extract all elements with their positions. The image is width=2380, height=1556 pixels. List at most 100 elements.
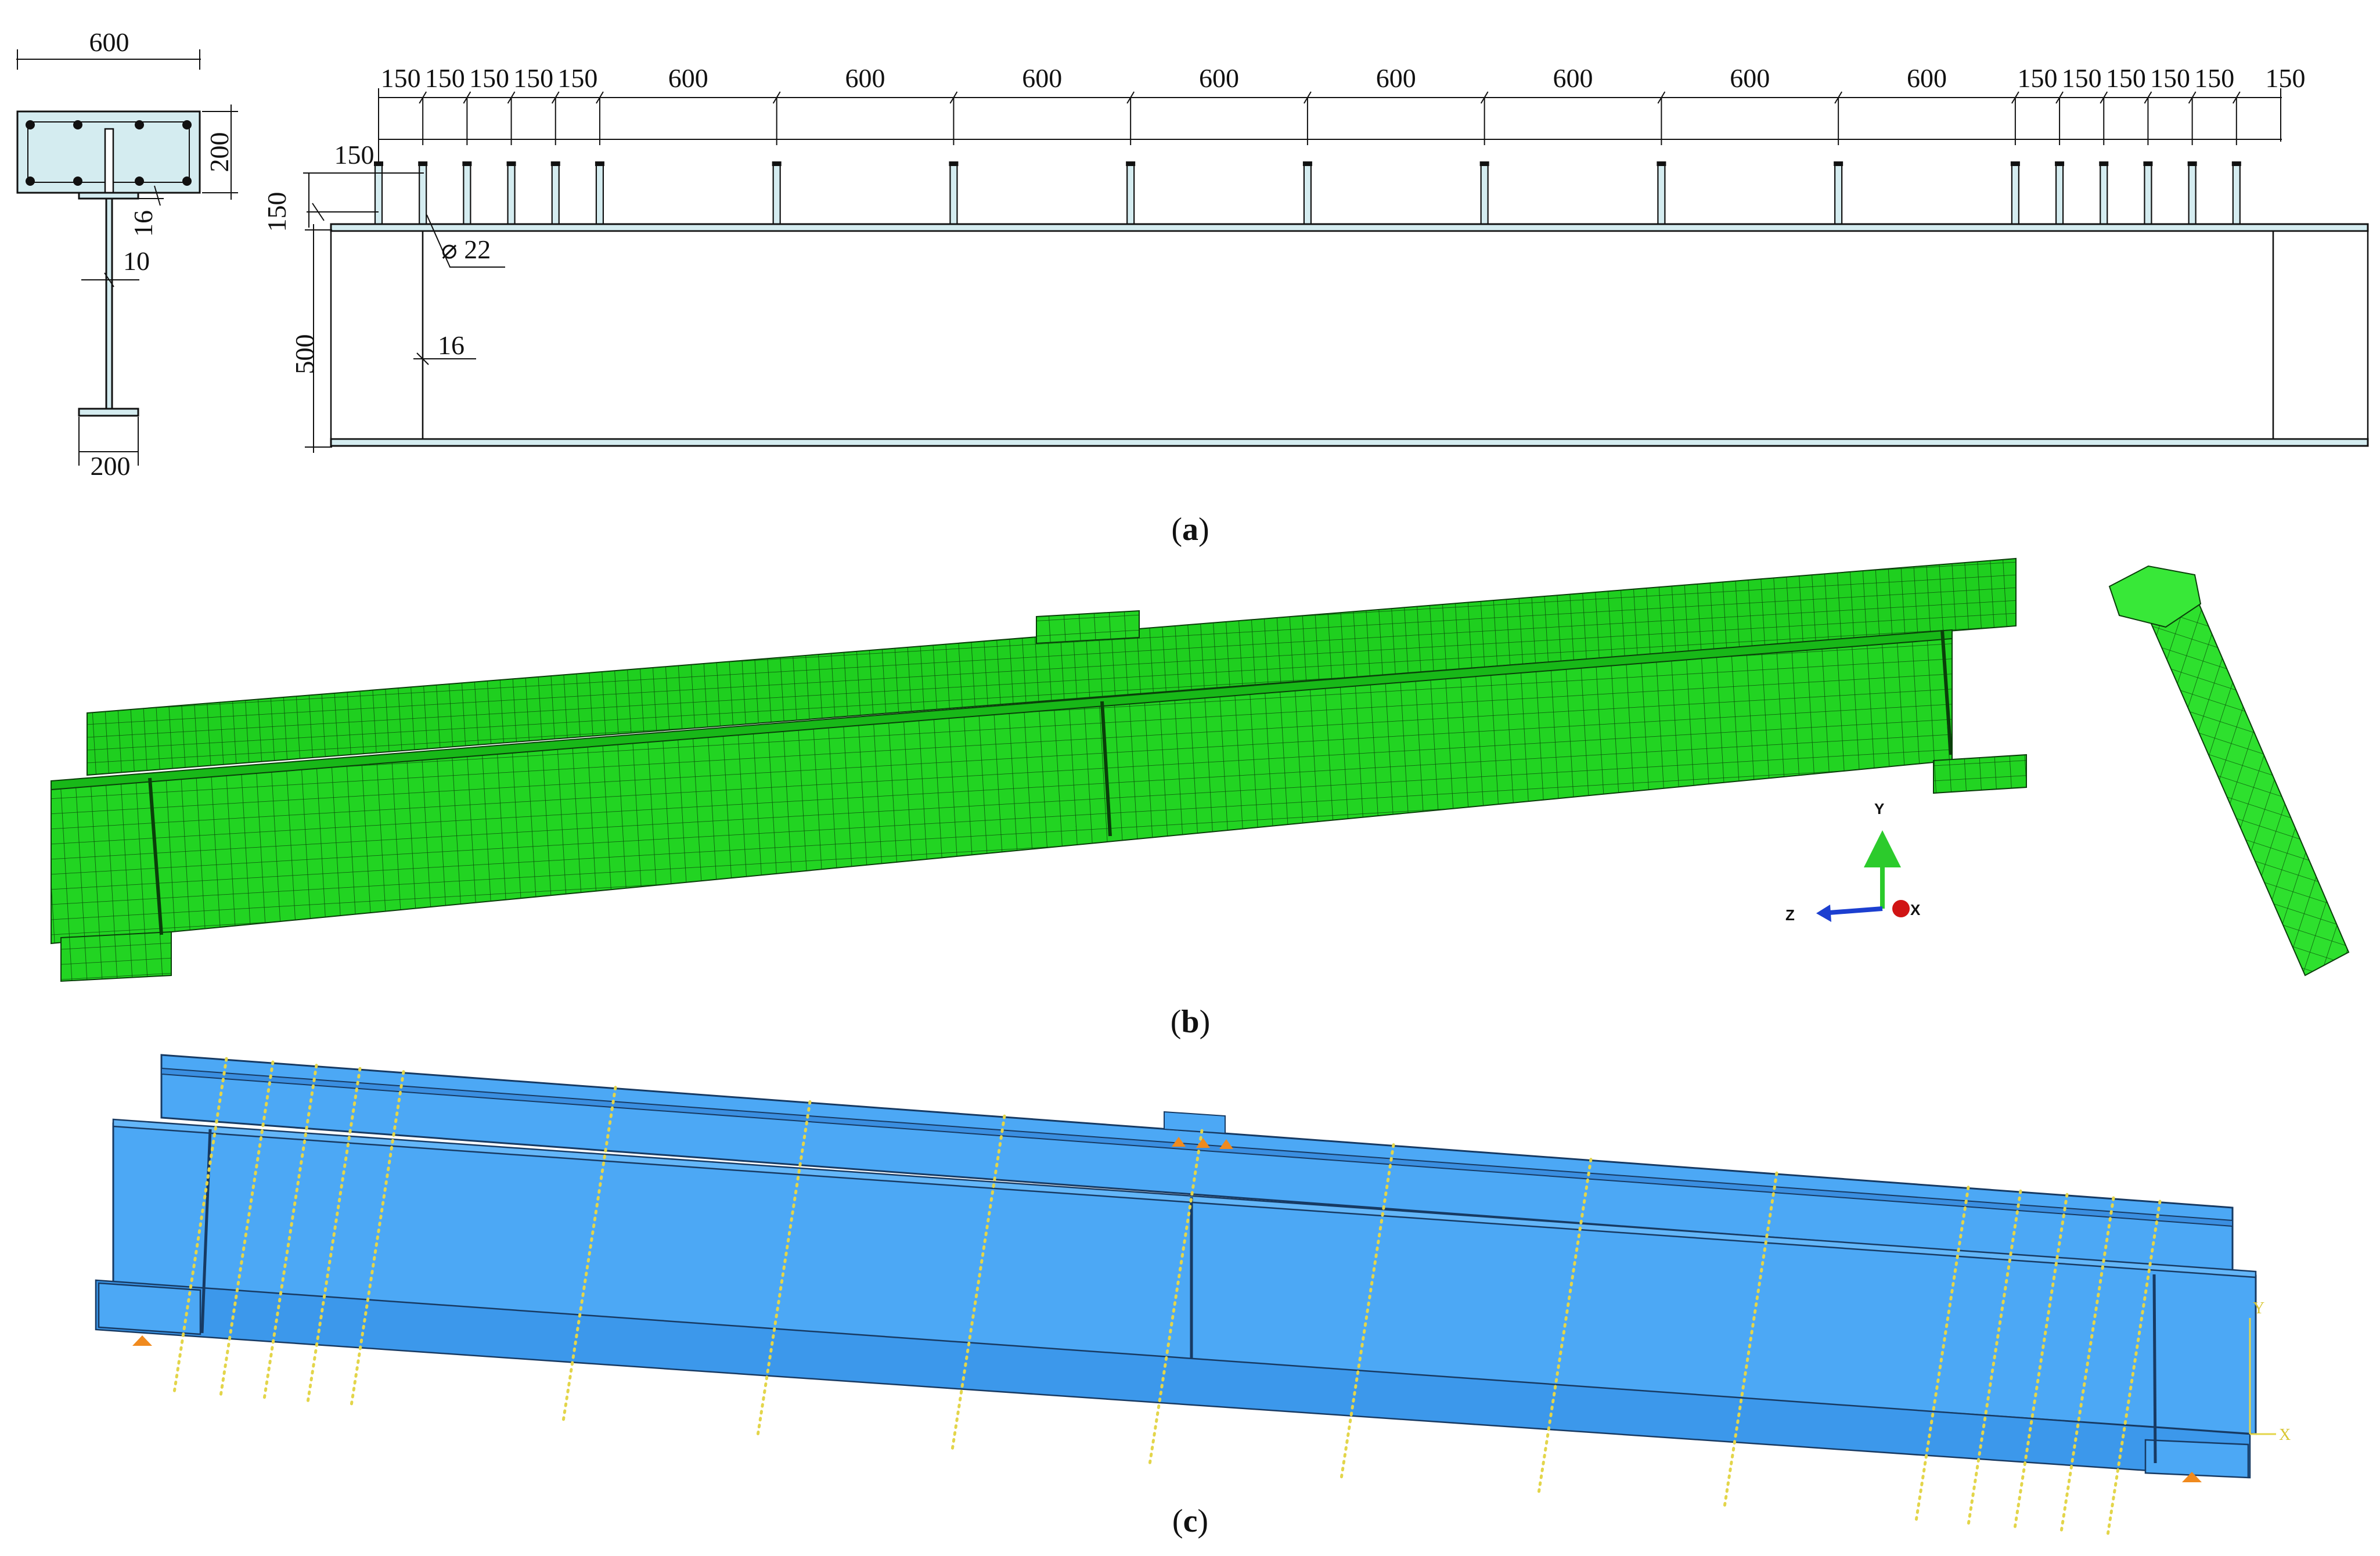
bottom-flange-width-label: 200 [91, 451, 131, 481]
first-stud-offset-label: 150 [334, 140, 375, 170]
spacing-label: 150 [469, 63, 509, 93]
global-axes [2249, 1318, 2276, 1435]
elevation-web [330, 230, 2369, 440]
stud-line [561, 1086, 617, 1423]
stud-head [550, 161, 560, 166]
blue-right-stiffener [2152, 1274, 2157, 1464]
spacing-label: 150 [2106, 63, 2146, 93]
stud-line [1723, 1171, 1778, 1508]
blue-top-flange [112, 1118, 2257, 1278]
shear-stud [949, 163, 958, 225]
blue-left-support [98, 1282, 201, 1335]
stud-diameter-label: ⌀ 22 [441, 235, 491, 264]
section-stud [104, 128, 114, 194]
mesh-left-stiffener [148, 777, 163, 935]
stud-line [172, 1057, 228, 1394]
stud-line [1148, 1129, 1204, 1466]
spacing-label: 150 [513, 63, 553, 93]
stud-line [950, 1114, 1006, 1451]
shear-stud [1657, 163, 1666, 225]
spacing-label: 150 [2062, 63, 2102, 93]
stud-line [2106, 1200, 2162, 1537]
spacing-label: 150 [2150, 63, 2190, 93]
global-x-label: X [2279, 1426, 2291, 1444]
rebar-dots [26, 120, 192, 186]
stud-line [1537, 1158, 1593, 1495]
support-markers [132, 1137, 2202, 1482]
spacing-label: 600 [845, 63, 885, 93]
spacing-label: 150 [425, 63, 465, 93]
spacing-label: 600 [1199, 63, 1239, 93]
axis-x-label: X [1910, 901, 1921, 919]
stud-line [219, 1060, 275, 1397]
stud-lines [172, 1057, 2162, 1537]
cross-section: 600 200 16 10 200 [16, 27, 238, 481]
mesh-flange-band [51, 629, 1953, 791]
spacing-label: 600 [668, 63, 708, 93]
shear-stud [1126, 163, 1135, 225]
spacing-label: 150 [2194, 63, 2234, 93]
caption-a: (a) [1171, 512, 1209, 548]
shear-stud [2232, 163, 2241, 225]
stud-head [2231, 161, 2241, 166]
blue-right-support [2144, 1439, 2249, 1479]
assembly-model: X Y [95, 1054, 2291, 1537]
meshed-beam-model [51, 557, 2350, 982]
blue-loading-plate [1164, 1111, 1226, 1134]
stud-head [2187, 161, 2197, 166]
spacing-label: 600 [1553, 63, 1593, 93]
axis-triad: Y Z X [1785, 800, 1921, 924]
mesh-slab [87, 557, 2017, 776]
mesh-left-support [60, 931, 172, 982]
stud-head [949, 161, 959, 166]
stud-head [462, 161, 472, 166]
shear-stud [2011, 163, 2019, 225]
spacing-label: 600 [1730, 63, 1770, 93]
global-y-label: Y [2253, 1299, 2264, 1317]
stud-head [2055, 161, 2065, 166]
slab-thickness-label: 150 [262, 192, 291, 232]
bolt-model [2141, 579, 2350, 977]
axis-triad-origin [1892, 900, 1910, 917]
stud-line [2013, 1193, 2069, 1530]
flange-thickness-label: 16 [128, 210, 158, 237]
stud-line [1967, 1189, 2022, 1526]
mesh-mid-stiffener [1100, 701, 1112, 837]
stud-head [1302, 161, 1312, 166]
spacing-label: 150 [557, 63, 597, 93]
shear-stud [2144, 163, 2152, 225]
blue-bottom-flange [95, 1279, 2251, 1479]
slab-depth-label: 200 [204, 132, 234, 172]
stud-head [1479, 161, 1489, 166]
stud-line [262, 1064, 318, 1401]
stud-line [1914, 1186, 1970, 1523]
mesh-right-stiffener [1940, 629, 1953, 755]
web-thickness-label: 10 [123, 246, 150, 276]
stud-head [418, 161, 428, 166]
bolt-head [2108, 565, 2202, 628]
shear-stud [772, 163, 781, 225]
spacing-label: 600 [1022, 63, 1062, 93]
spacing-label: 600 [1376, 63, 1416, 93]
axis-y-label: Y [1874, 800, 1884, 817]
elevation-bottom-flange [330, 438, 2369, 447]
stud-head [1657, 161, 1666, 166]
stud-head [1126, 161, 1136, 166]
cross-section-width-label: 600 [89, 27, 129, 57]
stud-head [1834, 161, 1843, 166]
shear-stud [595, 163, 604, 225]
shear-stud [2055, 163, 2064, 225]
stud-head [2143, 161, 2153, 166]
caption-c: (c) [1172, 1503, 1208, 1539]
stud-head [374, 161, 383, 166]
spacing-label: 150 [2017, 63, 2057, 93]
caption-b: (b) [1171, 1004, 1210, 1040]
web [105, 197, 113, 410]
shear-stud [507, 163, 516, 225]
shear-stud [1303, 163, 1312, 225]
shear-stud [551, 163, 560, 225]
stud-head [2010, 161, 2020, 166]
